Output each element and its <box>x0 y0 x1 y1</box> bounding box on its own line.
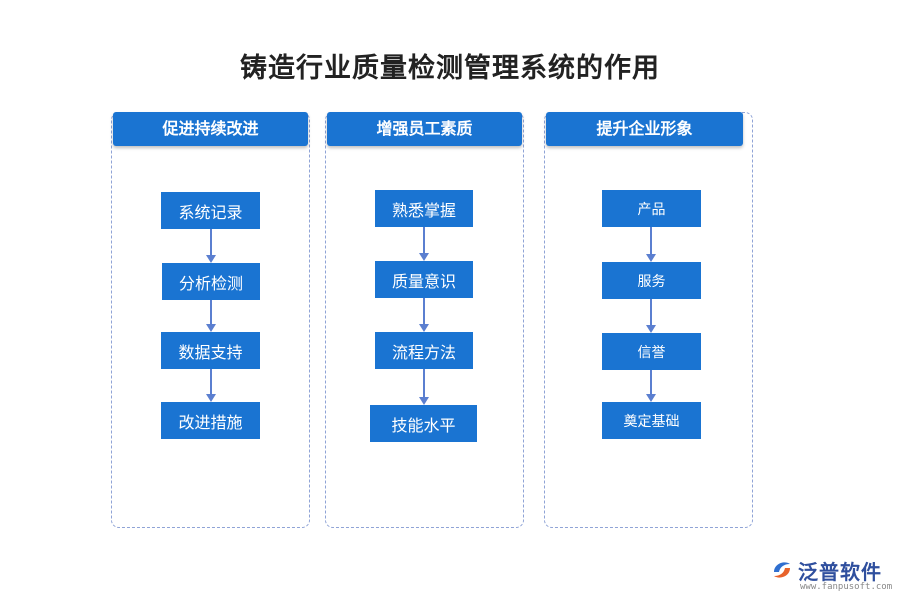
step-node: 数据支持 <box>161 332 260 369</box>
flow-arrow <box>419 369 429 405</box>
diagram-title: 铸造行业质量检测管理系统的作用 <box>240 53 660 84</box>
step-node: 系统记录 <box>161 192 260 229</box>
flow-arrow <box>419 227 429 261</box>
step-node: 奠定基础 <box>602 402 701 439</box>
flow-arrow <box>646 227 656 262</box>
column-header-3: 提升企业形象 <box>546 112 743 146</box>
step-node: 流程方法 <box>375 332 473 369</box>
column-header-1: 促进持续改进 <box>113 112 308 146</box>
flow-arrow <box>646 370 656 402</box>
step-node: 熟悉掌握 <box>375 190 473 227</box>
flow-arrow <box>646 299 656 333</box>
step-node: 分析检测 <box>162 263 260 300</box>
step-node: 产品 <box>602 190 701 227</box>
step-node: 技能水平 <box>370 405 477 442</box>
flow-arrow <box>206 369 216 402</box>
logo-name: 泛普软件 <box>798 559 882 584</box>
flow-arrow <box>419 298 429 332</box>
brand-logo: 泛普软件 <box>770 555 882 585</box>
step-node: 信誉 <box>602 333 701 370</box>
flow-arrow <box>206 300 216 332</box>
step-node: 质量意识 <box>375 261 473 298</box>
fanpu-logo-icon <box>770 558 794 582</box>
flow-arrow <box>206 229 216 263</box>
column-header-2: 增强员工素质 <box>327 112 522 146</box>
step-node: 改进措施 <box>161 402 260 439</box>
column-panel-3 <box>544 112 753 528</box>
step-node: 服务 <box>602 262 701 299</box>
logo-url: www.fanpusoft.com <box>800 582 893 592</box>
